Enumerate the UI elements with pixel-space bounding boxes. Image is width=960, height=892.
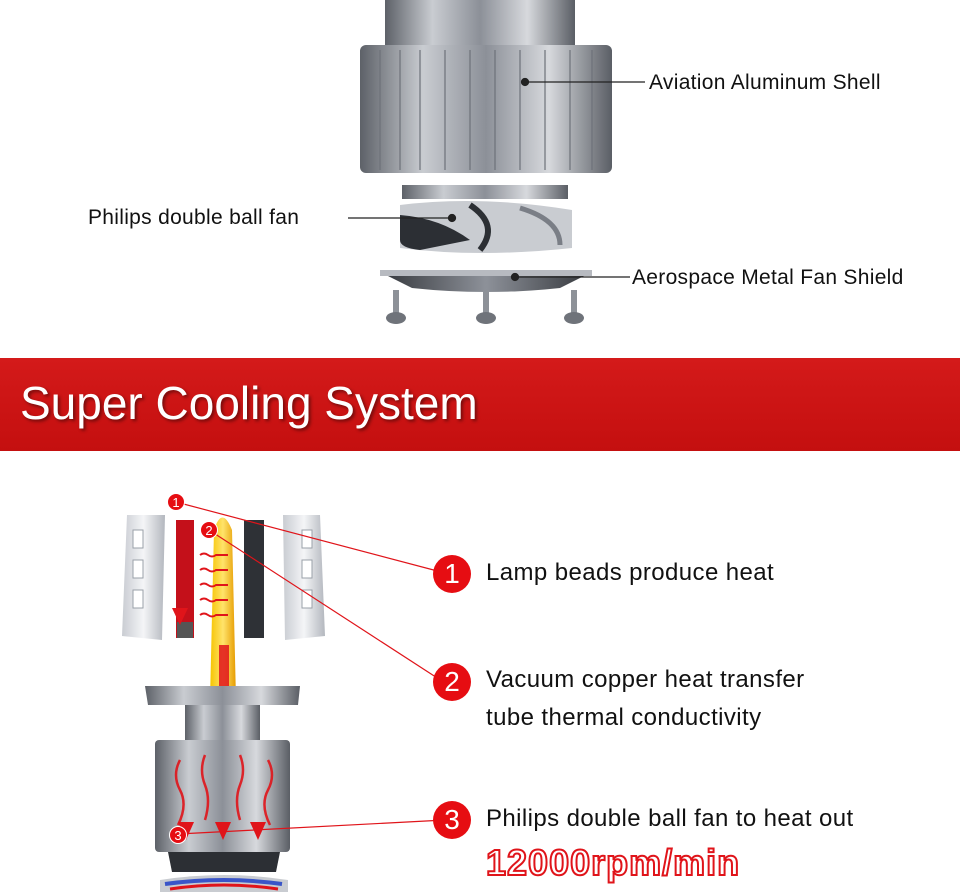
aluminum-shell-graphic <box>360 0 612 173</box>
heat-pipe <box>210 517 236 700</box>
illustration-marker-2: 2 <box>200 521 218 539</box>
feature-text-1: Lamp beads produce heat <box>486 559 775 586</box>
feature-text-2-line1: Vacuum copper heat transfer <box>486 666 805 693</box>
callout-aerospace-metal-fan-shield: Aerospace Metal Fan Shield <box>632 266 904 289</box>
dark-circuit-board <box>244 520 264 638</box>
heat-flow-arrows <box>199 552 228 618</box>
fan-speed-value: 12000rpm/min <box>485 841 741 884</box>
feature-text-3: Philips double ball fan to heat out <box>486 805 854 832</box>
fan-graphic <box>400 185 572 253</box>
section-banner <box>0 358 960 451</box>
feature-badge-1: 1 <box>433 555 471 593</box>
fan-shield-graphic <box>380 270 592 292</box>
callout-philips-double-ball-fan: Philips double ball fan <box>88 206 300 229</box>
illustration-marker-3: 3 <box>169 826 187 844</box>
callout-aviation-aluminum-shell: Aviation Aluminum Shell <box>649 71 881 94</box>
feature-badge-3: 3 <box>433 801 471 839</box>
illustration-marker-1: 1 <box>167 493 185 511</box>
bulb-base-flange <box>145 686 300 705</box>
feature-text-2-line2: tube thermal conductivity <box>486 704 762 731</box>
feature-badge-2: 2 <box>433 663 471 701</box>
section-title: Super Cooling System <box>20 377 478 429</box>
screws-graphic <box>386 290 584 324</box>
